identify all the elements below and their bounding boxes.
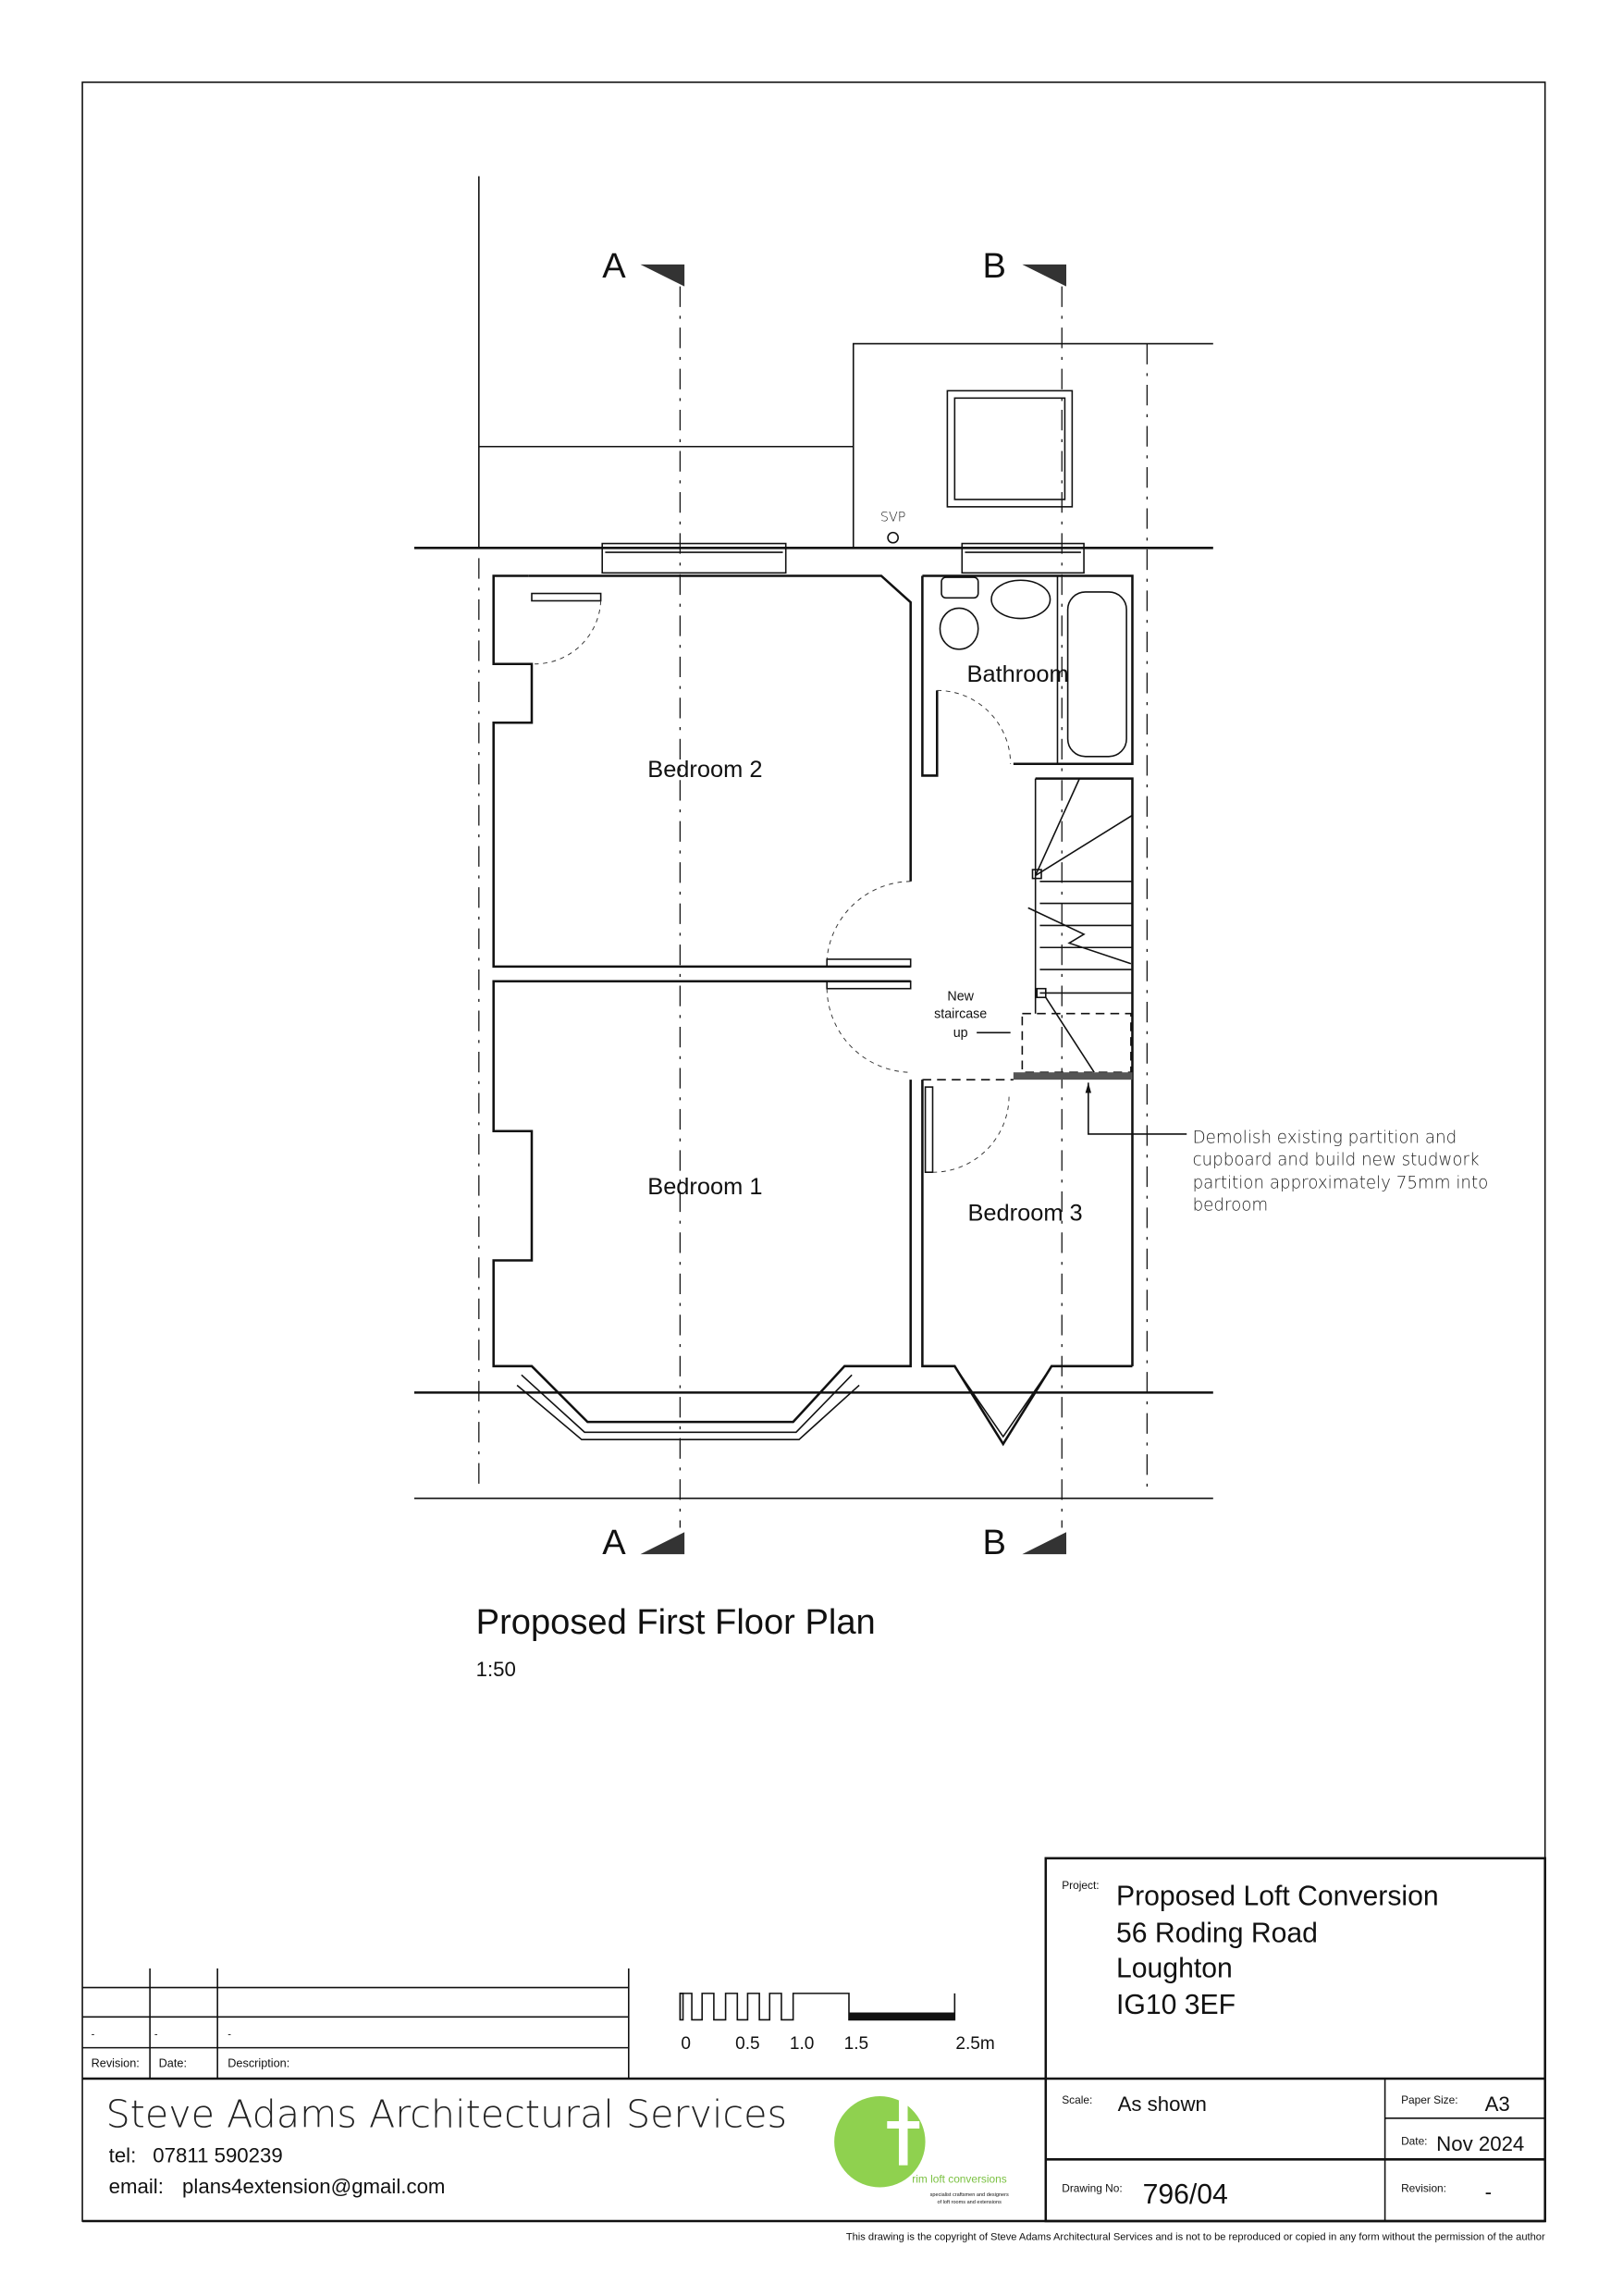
svg-text:B: B [982, 247, 1005, 286]
room-label-bedroom-2: Bedroom 2 [647, 757, 762, 783]
svp-label: SVP [880, 511, 905, 525]
svg-text:-: - [92, 2030, 95, 2041]
svg-text:specialist craftsmen and desig: specialist craftsmen and designers [930, 2192, 1009, 2198]
svg-text:-: - [227, 2030, 231, 2041]
svg-text:Description:: Description: [227, 2056, 289, 2069]
window [601, 542, 787, 574]
company-info: Steve Adams Architectural Services tel: … [105, 2092, 787, 2197]
project-name: Proposed Loft Conversion [1116, 1882, 1439, 1912]
company-logo: rim loft conversions specialist craftsme… [834, 2096, 1009, 2205]
svg-text:Revision:: Revision: [92, 2056, 140, 2069]
stair-note: New staircase up [934, 989, 987, 1041]
svg-text:partition approximately 75mm i: partition approximately 75mm into [1193, 1174, 1489, 1193]
svg-text:IG10 3EF: IG10 3EF [1116, 1990, 1236, 2020]
svg-text:cupboard and build new studwor: cupboard and build new studwork [1193, 1150, 1480, 1169]
svg-text:A: A [602, 1524, 626, 1562]
revision-value: - [1485, 2180, 1492, 2203]
company-name: Steve Adams Architectural Services [105, 2092, 787, 2136]
revision-table: - - - Revision: Date: Description: [82, 1968, 1545, 2080]
project-address: 56 Roding Road [1116, 1918, 1318, 1948]
svg-text:Paper Size:: Paper Size: [1401, 2093, 1457, 2106]
svg-text:0: 0 [681, 2034, 691, 2054]
svg-text:Scale:: Scale: [1062, 2093, 1092, 2106]
scale-value: As shown [1118, 2092, 1207, 2116]
annotation-leader [1088, 1082, 1187, 1135]
company-email: plans4extension@gmail.com [182, 2175, 445, 2198]
company-phone: 07811 590239 [153, 2143, 282, 2166]
svg-text:1.5: 1.5 [844, 2034, 868, 2054]
svg-text:Revision:: Revision: [1401, 2181, 1446, 2194]
window [961, 542, 1085, 574]
svg-text:Project:: Project: [1062, 1879, 1099, 1892]
rooflight [946, 389, 1074, 508]
svg-text:2.5m: 2.5m [955, 2034, 994, 2054]
section-marker-a-top: A [602, 247, 685, 287]
toilet [939, 607, 979, 650]
svg-text:Date:: Date: [1401, 2134, 1427, 2147]
svg-text:Drawing No:: Drawing No: [1062, 2181, 1122, 2194]
section-marker-b-top: B [982, 247, 1067, 287]
svg-text:Loughton: Loughton [1116, 1953, 1233, 1983]
drawing-title: Proposed First Floor Plan [476, 1603, 876, 1642]
floor-plan: SVP [413, 176, 1489, 1562]
svg-text:A: A [602, 247, 626, 286]
svg-text:tel:: tel: [109, 2143, 137, 2166]
section-marker-a-bottom: A [602, 1524, 685, 1562]
basin [990, 579, 1051, 620]
room-label-bedroom-1: Bedroom 1 [647, 1174, 762, 1200]
bath [1066, 591, 1127, 758]
svg-text:New: New [947, 989, 974, 1004]
new-studwork-partition [1013, 1072, 1133, 1080]
demolition-annotation: Demolish existing partition and cupboard… [1193, 1128, 1489, 1215]
title-block: Project: Proposed Loft Conversion 56 Rod… [82, 1857, 1546, 2223]
svg-text:0.5: 0.5 [735, 2034, 759, 2054]
svg-text:of loft rooms and extensions: of loft rooms and extensions [938, 2200, 1002, 2205]
svg-text:1.0: 1.0 [790, 2034, 814, 2054]
svg-text:-: - [154, 2030, 158, 2041]
room-label-bathroom: Bathroom [967, 661, 1069, 687]
paper-size-value: A3 [1485, 2092, 1510, 2116]
svg-text:staircase: staircase [934, 1006, 987, 1021]
svg-text:up: up [953, 1026, 968, 1041]
date-value: Nov 2024 [1436, 2132, 1524, 2155]
svg-text:Date:: Date: [159, 2056, 187, 2069]
copyright-notice: This drawing is the copyright of Steve A… [846, 2232, 1545, 2243]
svg-text:rim loft conversions: rim loft conversions [912, 2173, 1006, 2186]
new-staircase-outline [1021, 1012, 1132, 1074]
section-marker-b-bottom: B [982, 1524, 1067, 1562]
scale-bar: 0 0.5 1.0 1.5 2.5m [679, 1993, 995, 2054]
drawing-scale: 1:50 [476, 1658, 516, 1681]
svg-text:email:: email: [109, 2175, 164, 2198]
drawing-number: 796/04 [1143, 2179, 1228, 2210]
svg-text:Demolish existing partition an: Demolish existing partition and [1193, 1128, 1457, 1147]
room-label-bedroom-3: Bedroom 3 [967, 1201, 1082, 1227]
svg-text:B: B [982, 1524, 1005, 1562]
svp-pipe [887, 531, 899, 544]
svg-text:bedroom: bedroom [1193, 1195, 1269, 1215]
